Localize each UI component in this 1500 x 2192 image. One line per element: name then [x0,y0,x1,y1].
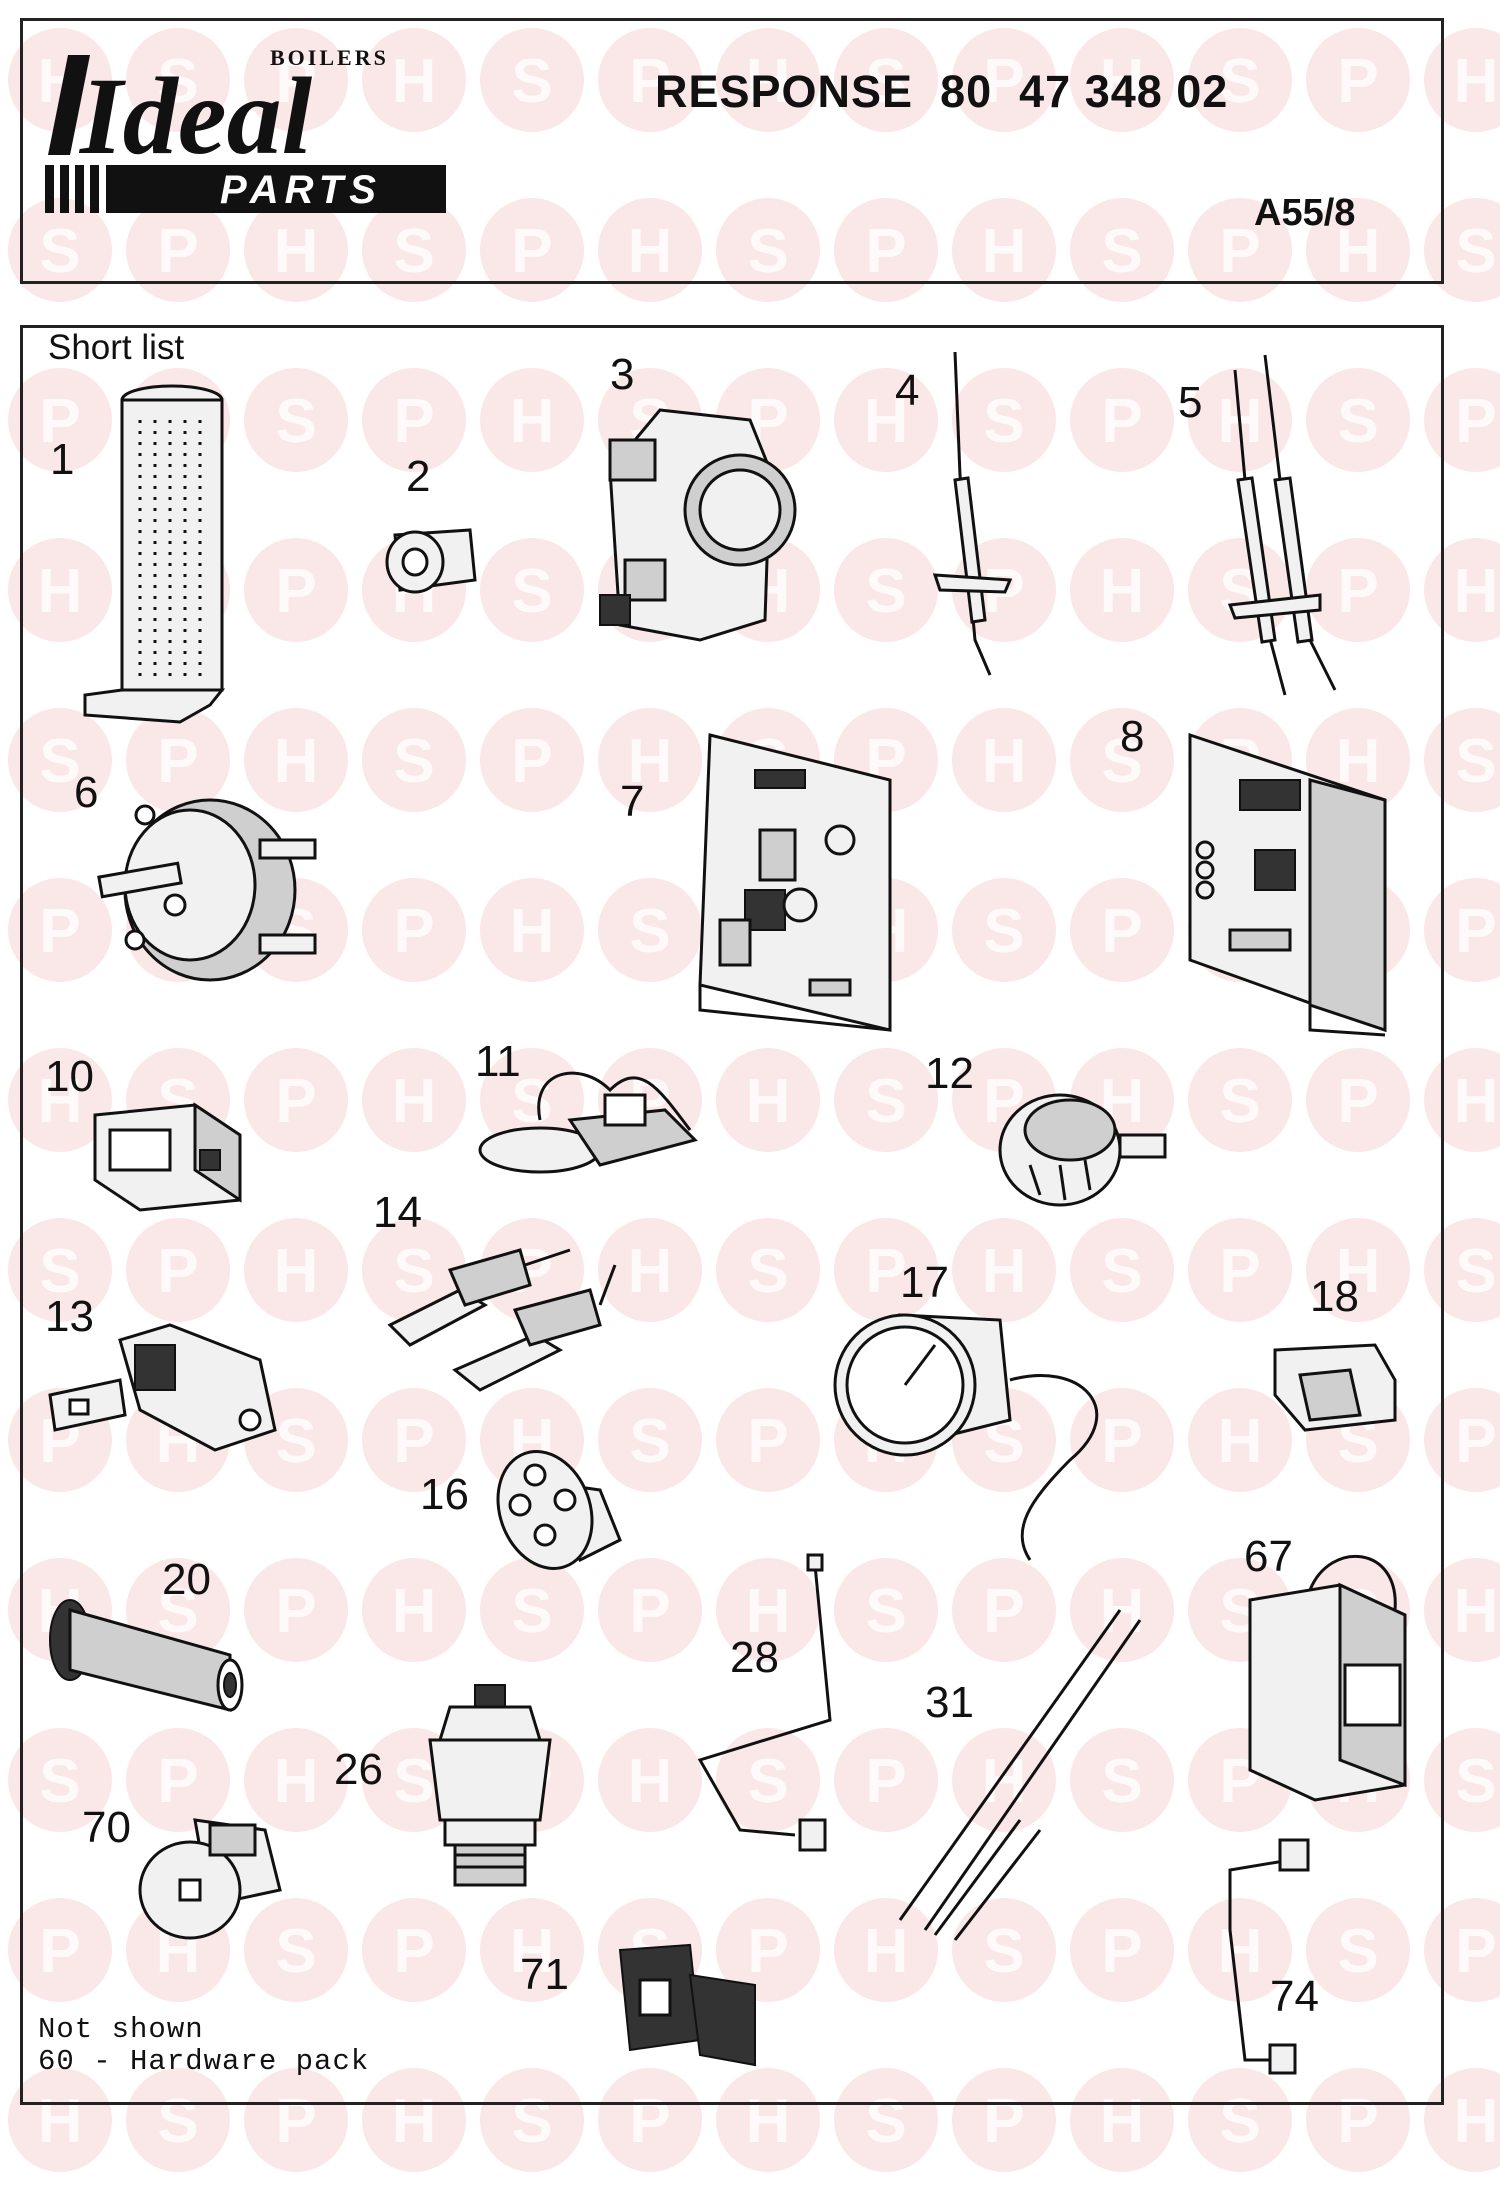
part-label-3: 3 [610,350,635,399]
part-11-sensor [478,1071,698,1174]
part-26-air-vent [428,1684,552,1887]
part-14-thermistors [387,1248,617,1392]
part-label-16: 16 [420,1470,469,1519]
part-16-knob [496,1450,622,1570]
part-label-10: 10 [45,1052,94,1101]
part-label-13: 13 [45,1292,94,1341]
part-label-5: 5 [1178,378,1203,427]
part-label-8: 8 [1120,712,1145,761]
part-label-17: 17 [900,1258,949,1307]
part-18-rocker-switch [1273,1343,1397,1432]
part-31-seals [898,1609,1142,1941]
section-label: Short list [48,328,185,367]
part-label-28: 28 [730,1633,779,1682]
part-label-70: 70 [82,1803,131,1852]
part-label-11: 11 [475,1037,521,1086]
footnote: Not shown 60 - Hardware pack [38,2014,369,2078]
part-4-probe [932,351,1013,676]
part-label-2: 2 [406,452,431,501]
part-17-gauge [833,1313,1099,1561]
part-6-pressure-switch [97,798,317,982]
diagram-frame [20,325,1444,2105]
part-label-26: 26 [334,1745,383,1794]
part-label-20: 20 [162,1555,211,1604]
svg-text:PARTS: PARTS [220,168,382,212]
part-13-thermostat [48,1323,277,1452]
logo-tagline: BOILERS [270,45,389,70]
part-3-gas-valve [599,408,797,642]
part-label-4: 4 [895,366,920,415]
part-label-74: 74 [1270,1972,1319,2021]
part-2-nipple [385,528,477,594]
part-7-pcb [698,733,892,1032]
part-label-71: 71 [520,1950,569,1999]
part-12-switch [998,1093,1167,1207]
part-8-pcb-housing [1188,732,1387,1037]
part-label-7: 7 [620,777,645,826]
part-label-12: 12 [925,1049,974,1098]
part-10-block [93,1102,242,1212]
part-label-1: 1 [50,435,75,484]
header-frame [20,18,1444,284]
part-71-connector [618,1943,756,2067]
footnote-hardware-pack: 60 - Hardware pack [38,2045,370,2078]
part-20-sleeve [49,1599,244,1712]
footnote-not-shown: Not shown [38,2013,204,2046]
part-5-electrodes [1227,354,1337,696]
svg-text:Ideal: Ideal [78,55,313,177]
part-70-coil [138,1818,282,1940]
diagram-code: A55/8 [1254,192,1356,234]
part-67-relay [1248,1554,1407,1802]
page-title: RESPONSE 80 47 348 02 [655,66,1229,117]
part-label-6: 6 [74,768,99,817]
part-1-filter-tube [83,384,226,724]
part-label-14: 14 [373,1188,422,1237]
part-28-pipe [697,1553,832,1852]
part-label-31: 31 [925,1678,974,1727]
part-label-18: 18 [1310,1272,1359,1321]
part-74-pipe [1228,1838,1310,2075]
part-label-67: 67 [1244,1532,1293,1581]
ideal-boilers-parts-logo: Ideal BOILERS PARTS [45,45,446,213]
